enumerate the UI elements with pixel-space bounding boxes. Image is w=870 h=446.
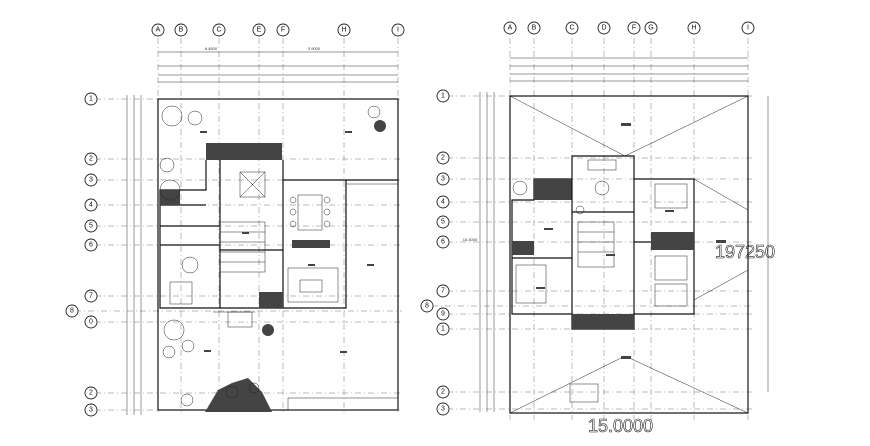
axis-bubble: H	[337, 23, 351, 37]
left-dim-label-2: 3.9000	[308, 46, 321, 51]
axis-bubble: 3	[84, 403, 98, 417]
svg-text:8: 8	[70, 308, 74, 315]
left-dimensions: 6.4500 3.9000	[126, 46, 398, 415]
right-dim-height-label: 197250	[715, 242, 775, 262]
axis-bubble: F	[276, 23, 290, 37]
left-row-axes: 1 2 3 4 5 6 7 8 0 2 3	[65, 92, 98, 417]
svg-text:0: 0	[89, 319, 93, 326]
svg-text:F: F	[281, 27, 285, 34]
axis-bubble: 5	[84, 219, 98, 233]
axis-bubble: 3	[84, 173, 98, 187]
svg-text:2: 2	[441, 389, 445, 396]
right-floor-plan: 15.4000	[420, 21, 775, 436]
axis-bubble: 8	[65, 304, 79, 318]
axis-bubble: 5	[436, 215, 450, 229]
axis-bubble: B	[527, 21, 541, 35]
right-upper-floor	[511, 155, 695, 330]
axis-bubble: A	[503, 21, 517, 35]
right-row-axes: 1 2 3 4 5 6 7 8 9 1 2 3	[420, 89, 450, 416]
axis-bubble: 3	[436, 402, 450, 416]
axis-bubble: F	[627, 21, 641, 35]
svg-text:B: B	[179, 27, 184, 34]
axis-bubble: 1	[436, 89, 450, 103]
axis-bubble: I	[391, 23, 405, 37]
svg-text:H: H	[341, 27, 346, 34]
svg-text:H: H	[691, 25, 696, 32]
left-house-walls	[159, 143, 399, 411]
axis-bubble: 4	[84, 198, 98, 212]
svg-text:6: 6	[441, 239, 445, 246]
axis-bubble: I	[741, 21, 755, 35]
right-roof-outline	[509, 95, 749, 414]
left-trees	[159, 105, 386, 412]
svg-text:G: G	[648, 25, 653, 32]
svg-text:I: I	[397, 27, 399, 34]
svg-text:F: F	[632, 25, 636, 32]
svg-text:C: C	[569, 25, 574, 32]
right-dimensions: 15.4000	[463, 57, 769, 412]
right-dim-width-label: 15.0000	[588, 416, 653, 436]
left-site-boundary	[157, 98, 399, 411]
axis-bubble: H	[687, 21, 701, 35]
svg-text:1: 1	[441, 93, 445, 100]
axis-bubble: 9	[436, 307, 450, 321]
axis-bubble: 2	[436, 385, 450, 399]
axis-bubble: 1	[84, 92, 98, 106]
left-floor-plan: 6.4500 3.9000	[65, 23, 405, 417]
axis-bubble: 7	[84, 289, 98, 303]
svg-text:4: 4	[441, 199, 445, 206]
axis-bubble: A	[151, 23, 165, 37]
right-column-axes: A B C D F G H I	[503, 21, 755, 35]
left-column-axes: A B C E F H I	[151, 23, 405, 37]
svg-text:3: 3	[441, 176, 445, 183]
axis-bubble: C	[212, 23, 226, 37]
axis-bubble: D	[597, 21, 611, 35]
svg-text:A: A	[156, 27, 161, 34]
svg-text:1: 1	[441, 326, 445, 333]
svg-text:3: 3	[89, 407, 93, 414]
axis-bubble: 8	[420, 299, 434, 313]
svg-text:3: 3	[441, 406, 445, 413]
svg-text:D: D	[601, 25, 606, 32]
svg-text:2: 2	[89, 156, 93, 163]
svg-text:8: 8	[425, 303, 429, 310]
svg-text:7: 7	[441, 288, 445, 295]
axis-bubble: C	[565, 21, 579, 35]
axis-bubble: 2	[84, 152, 98, 166]
svg-text:9: 9	[441, 311, 445, 318]
svg-text:C: C	[216, 27, 221, 34]
right-dim-side: 15.4000	[463, 237, 478, 242]
svg-text:2: 2	[89, 390, 93, 397]
axis-bubble: 6	[436, 235, 450, 249]
svg-text:E: E	[257, 27, 262, 34]
svg-text:4: 4	[89, 202, 93, 209]
axis-bubble: 3	[436, 172, 450, 186]
axis-bubble: 2	[84, 386, 98, 400]
svg-text:6: 6	[89, 242, 93, 249]
axis-bubble: 2	[436, 151, 450, 165]
axis-bubble: 7	[436, 284, 450, 298]
axis-bubble: 0	[84, 315, 98, 329]
axis-bubble: 1	[436, 322, 450, 336]
svg-text:A: A	[508, 25, 513, 32]
axis-bubble: G	[644, 21, 658, 35]
left-room-tags	[200, 131, 374, 353]
svg-text:5: 5	[441, 219, 445, 226]
axis-bubble: E	[252, 23, 266, 37]
svg-text:1: 1	[89, 96, 93, 103]
svg-text:B: B	[532, 25, 537, 32]
svg-text:3: 3	[89, 177, 93, 184]
left-dim-label-1: 6.4500	[205, 46, 218, 51]
svg-text:I: I	[747, 25, 749, 32]
left-horizontal-grid	[75, 98, 402, 411]
svg-text:5: 5	[89, 223, 93, 230]
svg-text:7: 7	[89, 293, 93, 300]
svg-text:2: 2	[441, 155, 445, 162]
axis-bubble: 4	[436, 195, 450, 209]
axis-bubble: 6	[84, 238, 98, 252]
axis-bubble: B	[174, 23, 188, 37]
